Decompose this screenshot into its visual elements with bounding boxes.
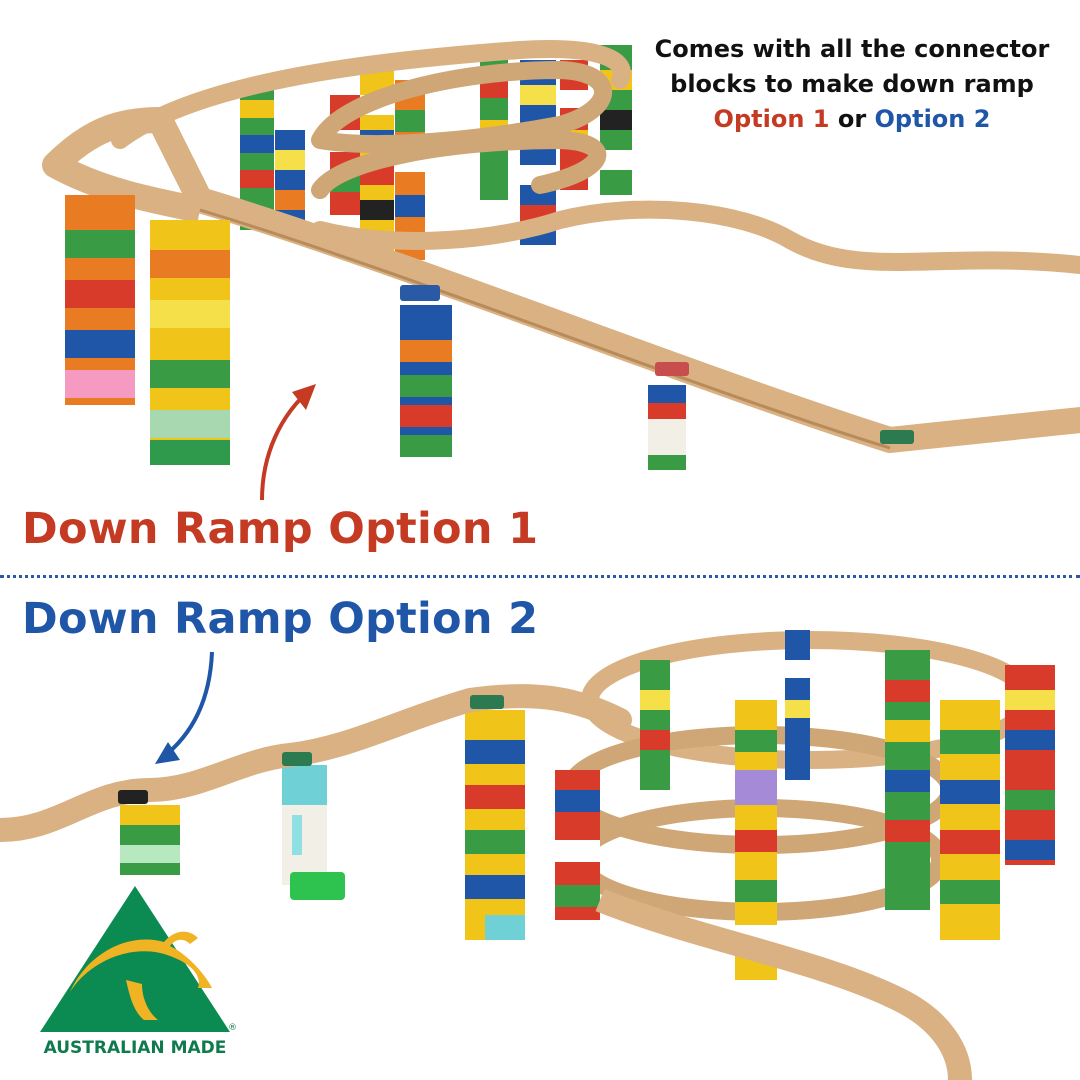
heading-option-2: Down Ramp Option 2 — [22, 594, 539, 644]
block-pillars-front-1 — [65, 195, 686, 470]
spiral-track-top — [111, 40, 1080, 274]
caption-joiner: or — [837, 105, 867, 133]
australian-made-logo: ® AUSTRALIAN MADE — [30, 880, 240, 1065]
logo-text: AUSTRALIAN MADE — [43, 1038, 227, 1058]
caption: Comes with all the connector blocks to m… — [652, 32, 1052, 137]
arrow-option-2 — [155, 651, 214, 764]
kangaroo-triangle-icon: ® — [40, 886, 237, 1033]
caption-line-3: Option 1 or Option 2 — [652, 102, 1052, 137]
ramp-option-2-photo — [0, 630, 1055, 1080]
block-pillars-bottom — [120, 630, 1055, 980]
heading-option-1: Down Ramp Option 1 — [22, 504, 539, 554]
caption-line-2: blocks to make down ramp — [670, 70, 1034, 98]
arrow-option-1 — [260, 384, 316, 501]
registered-mark: ® — [228, 1023, 237, 1033]
ramp-option-1-photo — [42, 40, 1080, 501]
caption-option-1: Option 1 — [713, 105, 830, 133]
section-divider — [0, 575, 1080, 578]
ramp-track-option-1 — [42, 107, 1080, 453]
caption-option-2: Option 2 — [874, 105, 991, 133]
caption-line-1: Comes with all the connector — [654, 35, 1050, 63]
